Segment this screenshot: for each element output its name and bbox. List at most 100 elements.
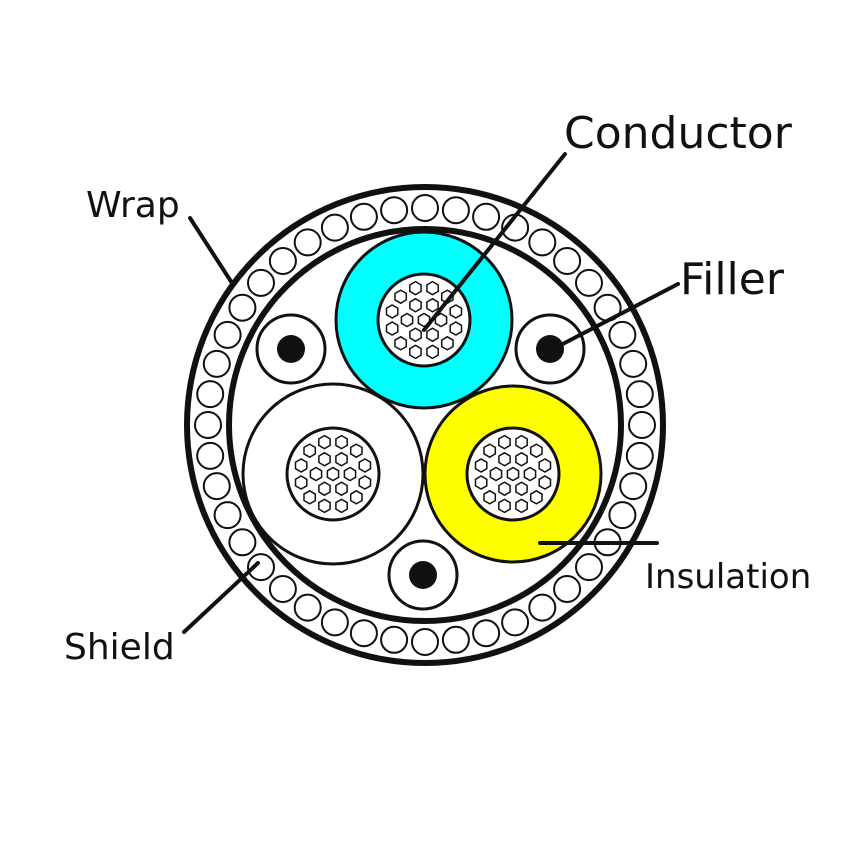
conductor-strand [489,466,503,482]
filler-core [409,561,437,589]
leader-conductor [422,152,567,332]
shield-strand [472,202,501,231]
fillers [255,313,586,611]
conductor-strand [426,344,439,360]
shield-strand [441,196,470,225]
conductor-strand [417,312,431,328]
shield-strand [380,196,409,225]
label-insulation: Insulation [645,557,812,597]
conductor-strand [449,304,463,319]
conductor-strand [515,498,528,514]
leader-wrap [188,216,234,285]
conductor-strand [343,466,357,482]
conductor-strand [394,289,408,305]
conductor-strand [385,321,399,336]
shield-strand [228,293,257,322]
conductor-strand [335,434,348,450]
shield-strand [625,380,654,409]
conductor-strand [303,443,317,459]
shield-strand [349,619,378,648]
shield-strand [380,625,409,654]
leader-shield [182,561,260,634]
conductor-strand [506,466,520,482]
conductor-strand [426,280,439,296]
shield-strand [608,320,637,349]
filler-core [277,335,305,363]
conductor-strand [409,344,422,360]
conductor-strand [440,335,454,351]
shield-strand [608,501,637,530]
shield-strand [293,593,322,622]
shield-strand [320,213,349,242]
conductor-strand [318,498,331,514]
conductor-strand [358,475,372,490]
shield-strand [228,528,257,557]
conductor-strand [294,458,308,473]
shield-strand [575,553,603,582]
shield-strand [625,441,654,470]
label-conductor: Conductor [564,108,792,159]
conductor-strand [474,458,488,473]
label-shield: Shield [64,627,175,668]
conductor-strand [409,297,422,313]
shield-strand [553,247,582,275]
conductor-strand [426,297,439,313]
conductor-strand [426,327,439,343]
filler-core [536,335,564,363]
shield-strand [472,619,501,648]
conductor-strand [294,475,308,490]
shield-strand [553,575,582,603]
shield-strand [202,472,231,501]
conductor-strand [349,443,363,459]
conductor-strand [449,321,463,336]
conductor-strand [474,475,488,490]
conductor-strand [409,280,422,296]
shield-strand [293,228,322,257]
shield-strands [194,194,656,656]
conductor-strand [409,327,422,343]
leader-lines [182,152,680,634]
conductor-strand [335,451,348,467]
conductor-strand [318,451,331,467]
conductor-strand [358,458,372,473]
shield-strand [247,553,275,582]
shield-strand [196,441,225,470]
conductor-strand [483,489,497,505]
shield-strand [213,501,242,530]
conductor-strand [515,481,528,497]
conductor-strand [498,434,511,450]
conductor-strand [318,481,331,497]
shield-strand [213,320,242,349]
shield-strand [202,349,231,378]
shield-strand [441,625,470,654]
conductor-strand [515,434,528,450]
shield-strand [268,247,297,275]
label-filler: Filler [680,254,784,305]
shield-strand [247,268,275,297]
conductor-strand [349,489,363,505]
label-wrap: Wrap [86,185,180,226]
shield-strand [619,349,648,378]
conductor-strand [400,312,414,328]
shield-strand [628,411,656,439]
shield-strand [411,628,439,656]
conductor-strand [335,498,348,514]
conductor-strand [538,458,552,473]
shield-strand [268,575,297,603]
conductor-strand [538,475,552,490]
shield-strand [501,608,530,637]
conductor-strand [498,451,511,467]
conductor-strand [303,489,317,505]
shield-strand [349,202,378,231]
conductor-strand [385,304,399,319]
conductor-strand [309,466,323,482]
conductor-strand [529,443,543,459]
conductor-strand [515,451,528,467]
shield-strand [528,593,557,622]
conductor-strand [529,489,543,505]
conductor-strand [394,335,408,351]
shield-strand [194,411,222,439]
shield-strand [528,228,557,257]
shield-strand [196,380,225,409]
